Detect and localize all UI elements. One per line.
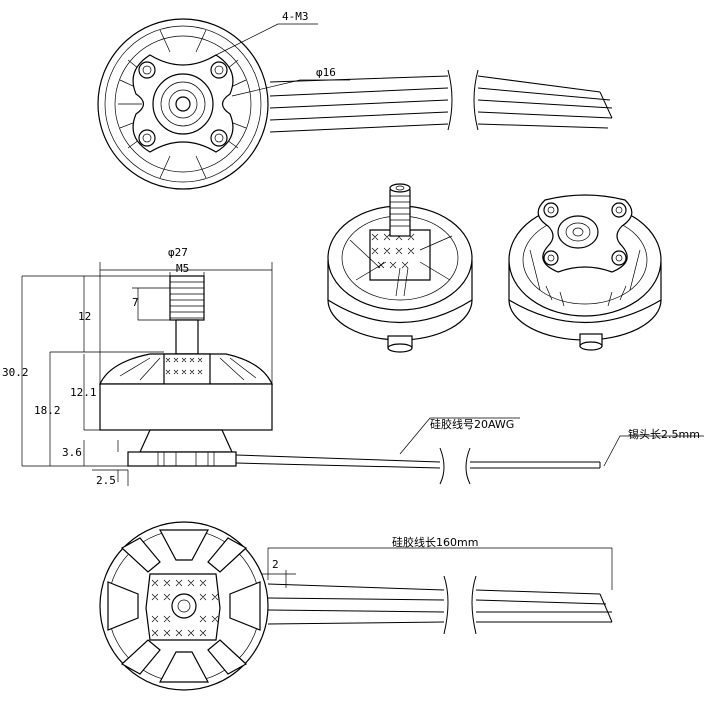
iso-view-rear — [327, 183, 473, 353]
label-shaft-thread: M5 — [176, 262, 189, 275]
label-dim-30-2: 30.2 — [2, 366, 29, 379]
label-dim-12-1: 12.1 — [70, 386, 97, 399]
label-dim-7: 7 — [132, 296, 139, 309]
bottom-wires — [267, 575, 613, 635]
bottom-view: 硅胶线长160mm 2 — [99, 521, 613, 691]
label-dim-3-6: 3.6 — [62, 446, 82, 459]
label-dim-18-2: 18.2 — [34, 404, 61, 417]
iso-view-front — [508, 194, 662, 351]
label-outer-dia: φ27 — [168, 246, 188, 259]
label-dim-2: 2 — [272, 558, 279, 571]
top-view: 4-M3 φ16 — [97, 10, 613, 190]
label-mount-holes: 4-M3 — [282, 10, 309, 23]
label-wire-gauge: 硅胶线号20AWG — [430, 417, 514, 431]
label-wire-length: 硅胶线长160mm — [392, 535, 478, 549]
top-wires — [269, 69, 613, 133]
label-stator-dia: φ16 — [316, 66, 336, 79]
label-dim-12: 12 — [78, 310, 91, 323]
label-tin-length: 锡头长2.5mm — [628, 427, 700, 441]
label-dim-2-5: 2.5 — [96, 474, 116, 487]
side-view: φ27 M5 7 12 30.2 12.1 18.2 3.6 2.5 硅胶线号2… — [2, 246, 704, 487]
